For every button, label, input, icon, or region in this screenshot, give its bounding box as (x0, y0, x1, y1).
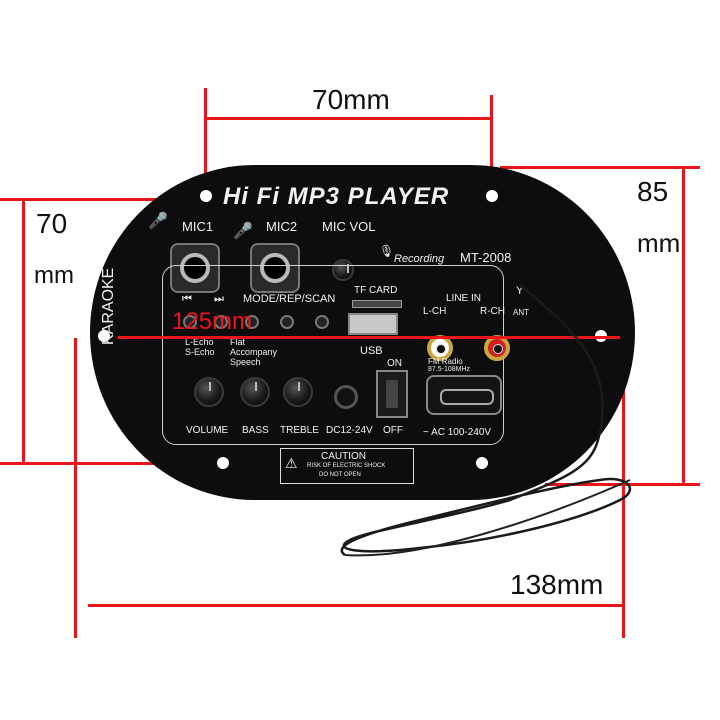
top-dim-vertical-right (490, 95, 493, 187)
prev-button[interactable] (183, 315, 197, 329)
board-title: Hi Fi MP3 PLAYER (223, 183, 450, 210)
tf-card-slot[interactable] (352, 300, 402, 308)
treble-knob[interactable] (283, 377, 313, 407)
bottom-dim-horizontal (88, 604, 624, 607)
ant-label: ANT (513, 308, 529, 317)
echo-mode-1: L-Echo (185, 337, 214, 347)
right-height-value: 85 (637, 176, 669, 207)
bottom-dim-vertical-left (74, 338, 77, 638)
recording-label: Recording (394, 253, 445, 265)
bass-knob[interactable] (240, 377, 270, 407)
mount-hole-bottom-left (217, 457, 229, 469)
l-ch-label: L-CH (423, 306, 447, 317)
top-dim-vertical-left (204, 88, 207, 188)
bass-label: BASS (242, 425, 269, 436)
ac-label: ~ AC 100-240V (423, 427, 492, 438)
right-height-unit: mm (637, 228, 681, 258)
left-dim-bottom-horizontal (0, 462, 222, 465)
left-height-unit: mm (34, 262, 74, 289)
mount-hole-bottom-right (476, 457, 488, 469)
mic-vol-knob[interactable] (332, 259, 354, 281)
fm-radio-label: FM Radio (428, 357, 463, 366)
left-dim-vertical (22, 198, 25, 464)
eq-mode-3: Speech (230, 357, 261, 367)
mount-hole-left (98, 330, 110, 342)
mic-icon: 🎤 (148, 213, 168, 230)
mode-button[interactable] (280, 315, 294, 329)
mount-hole-top-left (200, 190, 212, 202)
treble-label: TREBLE (280, 425, 319, 436)
recording-mic-icon: 🎙 (379, 244, 395, 258)
volume-knob[interactable] (194, 377, 224, 407)
eq-mode-1: Flat (230, 337, 246, 347)
caution-title: CAUTION (321, 451, 366, 462)
usb-label: USB (360, 345, 383, 357)
model-label: MT-2008 (460, 250, 512, 265)
volume-label: VOLUME (186, 425, 229, 436)
mic2-label: MIC2 (266, 219, 298, 234)
caution-line-2: DO NOT OPEN (319, 472, 361, 478)
mic1-jack[interactable] (170, 243, 220, 293)
mic1-label: MIC1 (182, 219, 214, 234)
karaoke-label: KARAOKE (100, 267, 117, 345)
bottom-width-label: 138mm (510, 569, 604, 600)
mic2-jack[interactable] (250, 243, 300, 293)
prev-track-icon: ⏮ (182, 293, 192, 305)
right-dim-vertical (682, 166, 685, 486)
off-label: OFF (383, 425, 403, 436)
next-track-icon: ⏭ (214, 293, 224, 305)
mid-width-label: 125mm (172, 308, 253, 335)
dc-label: DC12-24V (326, 425, 373, 436)
mic-icon-2: 🎤 (233, 223, 253, 240)
top-dim-horizontal (206, 117, 491, 120)
echo-mode-2: S-Echo (185, 347, 215, 357)
mode-label: MODE/REP/SCAN (243, 293, 336, 305)
mic-vol-label: MIC VOL (322, 219, 376, 234)
on-label: ON (387, 358, 402, 369)
ac-power-inlet[interactable] (426, 375, 502, 415)
dc-jack[interactable] (334, 385, 358, 409)
caution-box: ⚠ CAUTION RISK OF ELECTRIC SHOCK DO NOT … (280, 448, 414, 484)
left-height-value: 70 (36, 208, 68, 239)
mount-hole-top-right (486, 190, 498, 202)
tf-card-label: TF CARD (354, 285, 398, 296)
eq-mode-2: Accompany (230, 347, 278, 357)
power-switch[interactable] (376, 370, 408, 418)
rep-button[interactable] (315, 315, 329, 329)
warning-icon: ⚠ (285, 455, 298, 471)
usb-port[interactable] (348, 313, 398, 335)
antenna-icon: Y (516, 285, 524, 297)
play-pause-button[interactable] (245, 315, 259, 329)
right-dim-top-horizontal (500, 166, 700, 169)
caution-line-1: RISK OF ELECTRIC SHOCK (307, 463, 386, 469)
top-width-label: 70mm (312, 84, 390, 115)
left-dim-top-horizontal (0, 198, 212, 201)
next-button[interactable] (214, 315, 228, 329)
fm-freq-label: 87.5-108MHz (428, 366, 471, 373)
r-ch-label: R-CH (480, 306, 505, 317)
line-in-label: LINE IN (446, 293, 482, 304)
mid-dim-horizontal (118, 336, 620, 339)
